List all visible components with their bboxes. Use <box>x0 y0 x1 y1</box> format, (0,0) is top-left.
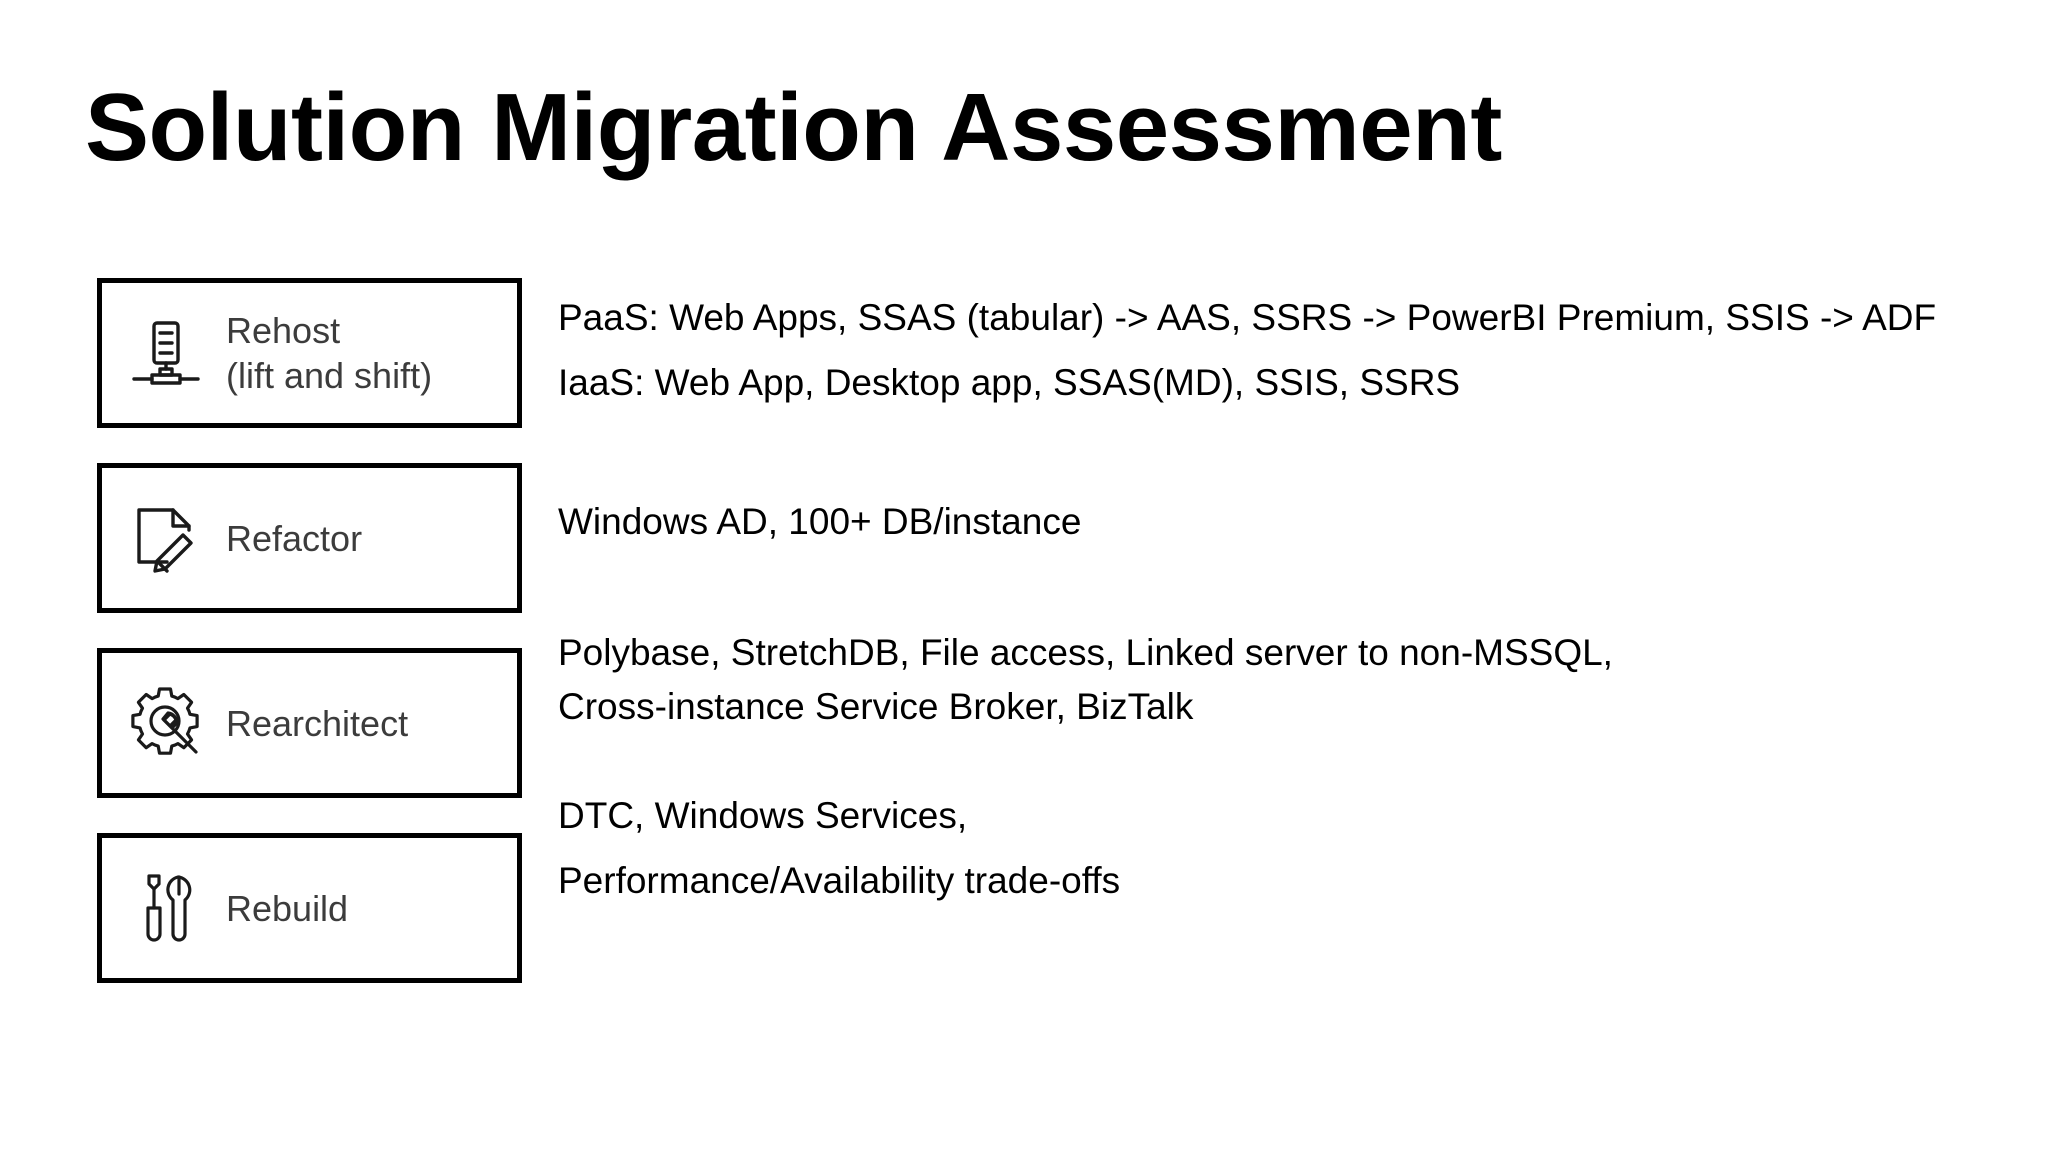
server-rack-icon <box>120 307 212 399</box>
detail-line: Polybase, StretchDB, File access, Linked… <box>558 632 1613 673</box>
detail-spacer <box>558 345 1998 356</box>
details-rebuild: DTC, Windows Services, Performance/Avail… <box>558 789 1998 908</box>
category-label-rebuild: Rebuild <box>226 887 349 929</box>
category-box-refactor[interactable]: Refactor <box>97 463 522 613</box>
category-label-rearchitect: Rearchitect <box>226 702 409 744</box>
gear-wrench-icon <box>120 677 212 769</box>
category-box-rebuild[interactable]: Rebuild <box>97 833 522 983</box>
category-label-rehost: Rehost (lift and shift) <box>226 310 433 396</box>
detail-line: PaaS: Web Apps, SSAS (tabular) -> AAS, S… <box>558 297 1937 338</box>
migration-category-list: Rehost (lift and shift) Refactor Rearchi… <box>97 278 522 1018</box>
detail-spacer <box>558 843 1998 854</box>
category-label-refactor: Refactor <box>226 517 363 559</box>
detail-line: Windows AD, 100+ DB/instance <box>558 501 1082 542</box>
detail-line: IaaS: Web App, Desktop app, SSAS(MD), SS… <box>558 362 1461 403</box>
category-box-rehost[interactable]: Rehost (lift and shift) <box>97 278 522 428</box>
detail-line: DTC, Windows Services, <box>558 795 968 836</box>
details-rearchitect: Polybase, StretchDB, File access, Linked… <box>558 626 1998 734</box>
detail-line: Cross-instance Service Broker, BizTalk <box>558 686 1194 727</box>
detail-line: Performance/Availability trade-offs <box>558 860 1121 901</box>
category-box-rearchitect[interactable]: Rearchitect <box>97 648 522 798</box>
screwdriver-wrench-icon <box>120 862 212 954</box>
document-pencil-icon <box>120 492 212 584</box>
details-rehost: PaaS: Web Apps, SSAS (tabular) -> AAS, S… <box>558 291 1998 410</box>
details-refactor: Windows AD, 100+ DB/instance <box>558 495 1998 549</box>
page-title: Solution Migration Assessment <box>85 74 1502 181</box>
